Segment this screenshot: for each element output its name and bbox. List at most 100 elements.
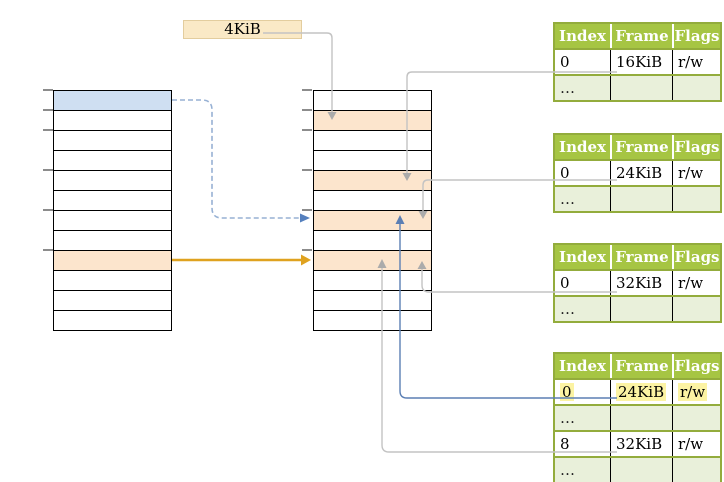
- index-cell: 0: [560, 274, 570, 292]
- memory-row: [314, 271, 431, 291]
- column-header-flags: Flags: [672, 24, 720, 48]
- table-header-row: Index Frame Flags: [555, 245, 720, 269]
- index-cell: …: [555, 297, 610, 321]
- flags-cell: [672, 297, 720, 321]
- frame-cell: [610, 187, 672, 211]
- memory-row: [54, 171, 171, 191]
- flags-cell: r/w: [672, 161, 720, 185]
- index-cell: …: [555, 187, 610, 211]
- flags-cell: [672, 76, 720, 100]
- frame-cell: [610, 458, 672, 482]
- frame-cell: 16KiB: [610, 50, 672, 74]
- column-header-index: Index: [559, 248, 606, 266]
- address-tick: [302, 169, 312, 171]
- highlighted-value: 24KiB: [616, 383, 667, 401]
- column-header-frame: Frame: [610, 354, 672, 378]
- column-header-flags: Flags: [672, 135, 720, 159]
- memory-row: [314, 191, 431, 211]
- index-cell: 8: [560, 435, 570, 453]
- table-row-highlighted: 0 24KiB r/w: [555, 378, 720, 404]
- table-row-ellipsis: …: [555, 295, 720, 321]
- memory-row: [54, 191, 171, 211]
- frame-cell: [610, 406, 672, 430]
- arrow-virtual-to-physical-dashed: [172, 99, 310, 223]
- memory-row: [314, 151, 431, 171]
- flags-cell: [672, 406, 720, 430]
- index-cell: …: [555, 406, 610, 430]
- memory-row: [314, 311, 431, 330]
- memory-row: [314, 231, 431, 251]
- frame-cell: 32KiB: [610, 432, 672, 456]
- index-cell: 0: [560, 164, 570, 182]
- memory-row: [54, 151, 171, 171]
- memory-row: [54, 291, 171, 311]
- index-cell: 0: [555, 380, 610, 404]
- table-row: 0 16KiB r/w: [555, 48, 720, 74]
- frame-cell: [610, 297, 672, 321]
- table-row-ellipsis: …: [555, 185, 720, 211]
- page-table-2: Index Frame Flags 0 24KiB r/w …: [553, 133, 722, 213]
- memory-row: [54, 111, 171, 131]
- address-tick: [43, 89, 53, 91]
- table-row: 8 32KiB r/w: [555, 430, 720, 456]
- table-row-ellipsis: …: [555, 404, 720, 430]
- highlighted-value: 0: [560, 383, 574, 401]
- memory-row: [314, 131, 431, 151]
- address-tick: [43, 129, 53, 131]
- address-tick: [302, 129, 312, 131]
- address-tick: [43, 249, 53, 251]
- flags-cell: [672, 458, 720, 482]
- table-row-ellipsis: …: [555, 74, 720, 100]
- address-tick: [43, 109, 53, 111]
- memory-row: [54, 231, 171, 251]
- table-row: 0 24KiB r/w: [555, 159, 720, 185]
- page-table-4: Index Frame Flags 0 24KiB r/w … 8 32KiB …: [553, 352, 722, 482]
- table-header-row: Index Frame Flags: [555, 354, 720, 378]
- table-header-row: Index Frame Flags: [555, 135, 720, 159]
- index-cell: …: [555, 76, 610, 100]
- table-row-ellipsis: …: [555, 456, 720, 482]
- address-tick: [43, 209, 53, 211]
- page-table-1: Index Frame Flags 0 16KiB r/w …: [553, 22, 722, 102]
- address-tick: [302, 89, 312, 91]
- arrow-virtual-to-physical-orange: [172, 254, 311, 266]
- table-row: 0 32KiB r/w: [555, 269, 720, 295]
- flags-cell: r/w: [672, 50, 720, 74]
- memory-row: [54, 131, 171, 151]
- virtual-memory-column: [53, 90, 172, 331]
- address-tick: [302, 109, 312, 111]
- memory-row: [54, 311, 171, 330]
- memory-row-orange: [54, 251, 171, 271]
- table-header-row: Index Frame Flags: [555, 24, 720, 48]
- memory-row-orange: [314, 211, 431, 231]
- column-header-index: Index: [559, 27, 606, 45]
- column-header-index: Index: [559, 357, 606, 375]
- column-header-frame: Frame: [610, 245, 672, 269]
- index-cell: …: [555, 458, 610, 482]
- address-tick: [43, 169, 53, 171]
- index-cell: 0: [560, 53, 570, 71]
- memory-row-blue: [54, 91, 171, 111]
- memory-row: [314, 91, 431, 111]
- flags-cell: [672, 187, 720, 211]
- page-size-label: 4KiB: [183, 20, 302, 39]
- page-size-text: 4KiB: [224, 20, 261, 38]
- column-header-flags: Flags: [672, 245, 720, 269]
- address-tick: [302, 209, 312, 211]
- flags-cell: r/w: [672, 432, 720, 456]
- frame-cell: [610, 76, 672, 100]
- column-header-index: Index: [559, 138, 606, 156]
- memory-row: [54, 271, 171, 291]
- address-tick: [302, 249, 312, 251]
- column-header-frame: Frame: [610, 135, 672, 159]
- memory-row: [314, 291, 431, 311]
- memory-row: [54, 211, 171, 231]
- flags-cell: r/w: [672, 271, 720, 295]
- memory-row-orange: [314, 171, 431, 191]
- frame-cell: 24KiB: [610, 380, 672, 404]
- flags-cell: r/w: [672, 380, 720, 404]
- physical-memory-column: [313, 90, 432, 331]
- highlighted-value: r/w: [678, 383, 708, 401]
- column-header-frame: Frame: [610, 24, 672, 48]
